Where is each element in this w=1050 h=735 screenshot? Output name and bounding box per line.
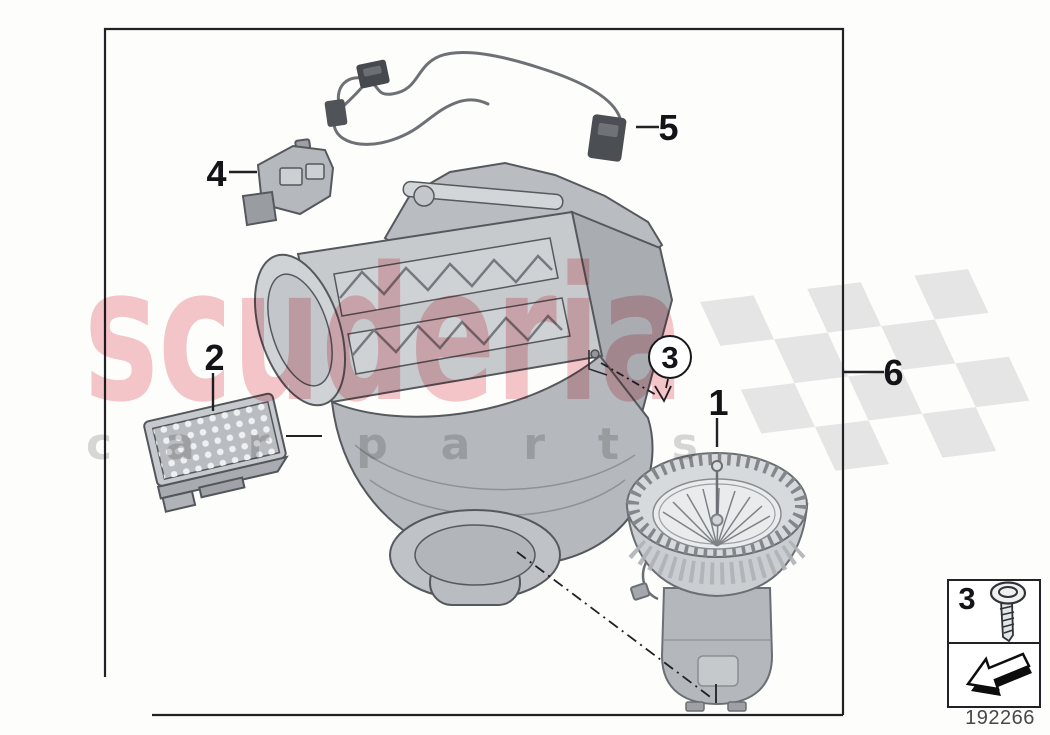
diagram-code: 192266: [965, 707, 1035, 729]
blower-wheel-drawing: [625, 452, 809, 712]
callout-3-circle: 3: [648, 335, 692, 379]
legend-box: [947, 579, 1041, 708]
callout-4: 4: [206, 153, 226, 194]
direction-arrow-icon: [965, 652, 1032, 696]
callout-5: 5: [658, 107, 678, 148]
callout-6: 6: [883, 352, 903, 393]
diagram-frame: [103, 27, 845, 717]
screw-icon: [989, 581, 1027, 643]
checkered-flag-icon: [700, 269, 1030, 471]
blower-resistor-drawing: [143, 392, 289, 513]
leader-lines: [211, 125, 884, 703]
callout-2: 2: [204, 337, 224, 378]
callout-1: 1: [708, 382, 728, 423]
callout-3: 3: [661, 339, 679, 375]
heater-housing-drawing: [253, 161, 674, 606]
actuator-drawing: [241, 138, 335, 227]
wiring-harness-drawing: [324, 51, 627, 162]
legend-number: 3: [958, 581, 976, 616]
